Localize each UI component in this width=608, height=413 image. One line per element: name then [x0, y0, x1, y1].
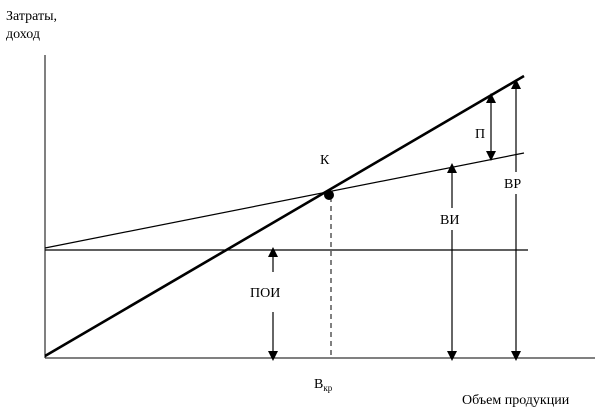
- profit-label: П: [475, 127, 485, 142]
- critical-volume-label: Вкр: [314, 377, 333, 393]
- total-costs-line: [44, 152, 525, 249]
- revenue-label: ВР: [504, 177, 521, 192]
- variable-costs-label: ВИ: [440, 213, 459, 228]
- y-axis-label-line2: доход: [6, 27, 40, 42]
- critical-volume-subscript: кр: [323, 383, 332, 393]
- break-even-point-label: К: [320, 153, 330, 168]
- y-axis-label-line1: Затраты,: [6, 9, 57, 24]
- fixed-costs-label: ПОИ: [250, 286, 280, 301]
- critical-volume-main: В: [314, 377, 323, 392]
- revenue-label-bg: [503, 172, 531, 194]
- x-axis-label: Объем продукции: [462, 393, 570, 408]
- break-even-point: [324, 190, 334, 200]
- variable-costs-label-bg: [440, 208, 466, 230]
- revenue-line: [44, 74, 525, 358]
